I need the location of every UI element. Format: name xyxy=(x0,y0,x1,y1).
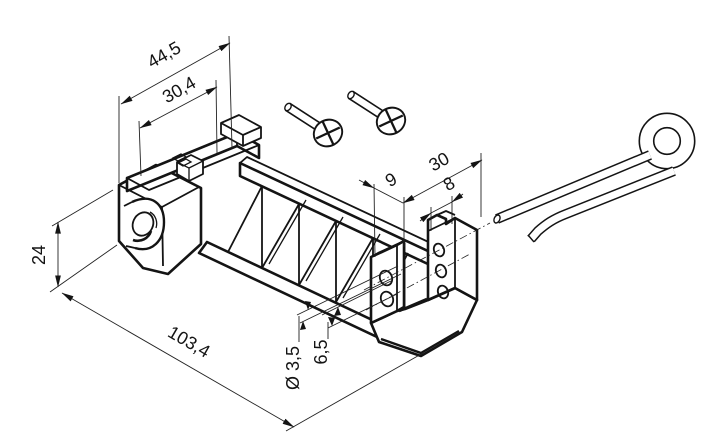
phillips-screw-2 xyxy=(347,90,407,136)
dimension-label-flange-inner: 30,4 xyxy=(159,72,199,107)
phillips-cross-icon xyxy=(315,120,341,146)
dimension-label-flange-overall: 44,5 xyxy=(144,37,184,72)
pin-leg-end-cap xyxy=(493,214,501,224)
dimension-label-fork-slot: 8 xyxy=(440,173,459,195)
dimension-label-hole-pitch: 6,5 xyxy=(311,339,331,364)
dimension-label-hole-diameter: Ø 3,5 xyxy=(283,346,303,390)
flange-plate xyxy=(125,114,262,193)
cotter-pin xyxy=(493,112,696,243)
dimension-label-overall-length: 103,4 xyxy=(164,322,213,362)
outer-plate-holes xyxy=(432,242,450,300)
dimension-hole-pitch: 6,5 xyxy=(311,280,398,365)
dimension-hole-diameter: Ø 3,5 xyxy=(283,265,402,390)
phillips-screw-1 xyxy=(284,102,344,148)
dimension-annotations: 44,5 30,4 24 103,4 9 30 xyxy=(29,35,483,432)
dimension-label-fork-overall: 30 xyxy=(425,148,452,175)
bracket-body xyxy=(117,114,491,358)
phillips-cross-icon xyxy=(378,108,404,134)
pin-bent-tip xyxy=(527,234,535,243)
inner-plate-holes xyxy=(378,269,395,308)
dimension-label-clip-height: 24 xyxy=(29,245,49,265)
dimension-overall-length: 103,4 xyxy=(61,292,424,432)
dimension-label-fork-offset: 9 xyxy=(382,169,401,191)
dimension-clip-height: 24 xyxy=(29,189,118,293)
